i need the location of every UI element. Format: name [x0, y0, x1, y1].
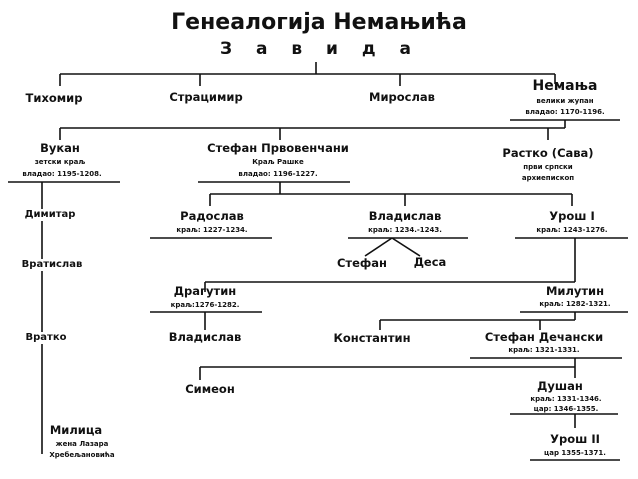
person-dusan: Душан: [537, 379, 583, 393]
decanski-reign: краљ: 1321-1331.: [508, 346, 580, 354]
person-vladislav-ii: Владислав: [168, 330, 242, 344]
person-vladislav: Владислав: [368, 209, 442, 223]
dusan-reign-king: краљ: 1331-1346.: [530, 395, 602, 403]
person-stefan-prvovencani: Стефан Првовенчани: [207, 141, 349, 155]
root-ancestor-zavida: З а в и д а: [219, 39, 421, 59]
person-milutin: Милутин: [545, 284, 605, 298]
person-uros-i: Урош I: [549, 209, 595, 223]
person-vratko: Вратко: [23, 332, 69, 344]
person-vukan: Вукан: [40, 141, 80, 155]
stefan-reign: владао: 1196-1227.: [238, 170, 318, 178]
radoslav-reign: краљ: 1227-1234.: [176, 226, 248, 234]
person-dragutin: Драгутин: [173, 284, 237, 298]
uros-i-reign: краљ: 1243-1276.: [536, 226, 608, 234]
milica-title: жена Лазара: [55, 440, 109, 448]
person-stracimir: Страцимир: [169, 90, 243, 104]
uros-ii-reign: цар 1355-1371.: [544, 449, 606, 457]
page-title: Генеалогија Немањића: [171, 10, 467, 35]
dusan-reign-emperor: цар: 1346-1355.: [533, 405, 599, 413]
person-miroslav: Мирослав: [369, 90, 435, 104]
vladislav-reign: краљ: 1234.-1243.: [368, 226, 442, 234]
rastko-title-2: архиепископ: [521, 174, 575, 182]
person-dimitar: Димитар: [22, 209, 78, 221]
vukan-reign: владао: 1195-1208.: [22, 170, 102, 178]
person-milica: Милица: [49, 423, 103, 437]
milica-title-2: Хребељановића: [49, 451, 115, 459]
person-tihomir: Тихомир: [25, 91, 83, 105]
person-rastko-sava: Растко (Сава): [502, 146, 594, 160]
nemanja-title: велики жупан: [536, 97, 594, 105]
stefan-title: Краљ Рашке: [252, 158, 304, 166]
person-radoslav: Радослав: [180, 209, 244, 223]
nemanja-reign: владао: 1170-1196.: [525, 108, 605, 116]
person-nemanja: Немања: [532, 78, 598, 94]
person-stefan-decanski: Стефан Дечански: [484, 330, 604, 344]
person-desa: Деса: [413, 255, 447, 269]
dragutin-reign: краљ:1276-1282.: [170, 301, 240, 309]
person-uros-ii: Урош II: [550, 432, 600, 446]
person-vratislav: Вратислав: [19, 259, 85, 271]
person-simeon: Симеон: [185, 382, 235, 396]
milutin-reign: краљ: 1282-1321.: [539, 300, 611, 308]
person-stefan-son-of-vladislav: Стефан: [336, 256, 388, 270]
rastko-title: први српски: [523, 163, 573, 171]
person-konstantin: Константин: [333, 331, 411, 345]
vukan-title: зетски краљ: [34, 158, 86, 166]
